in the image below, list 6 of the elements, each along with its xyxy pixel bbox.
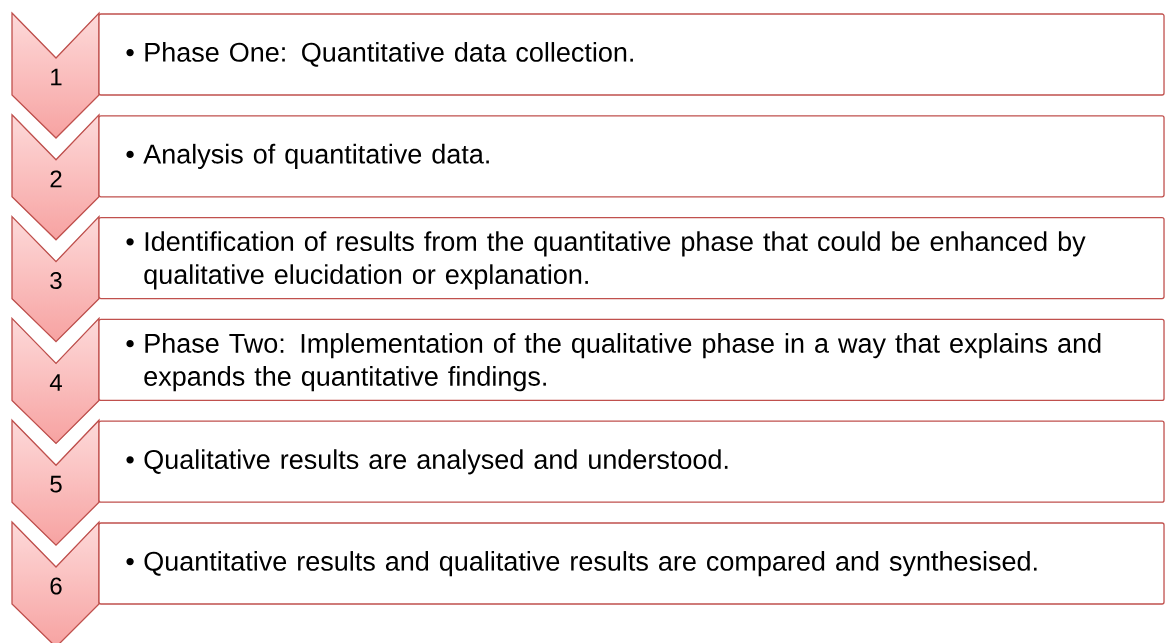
bullet-dot: • <box>126 340 134 348</box>
bullet-dot: • <box>126 150 134 159</box>
bullet-dot: • <box>126 456 134 464</box>
bullet-dot: • <box>126 238 134 246</box>
bullet-dot: • <box>126 558 134 566</box>
bullet-dot: • <box>126 49 134 57</box>
